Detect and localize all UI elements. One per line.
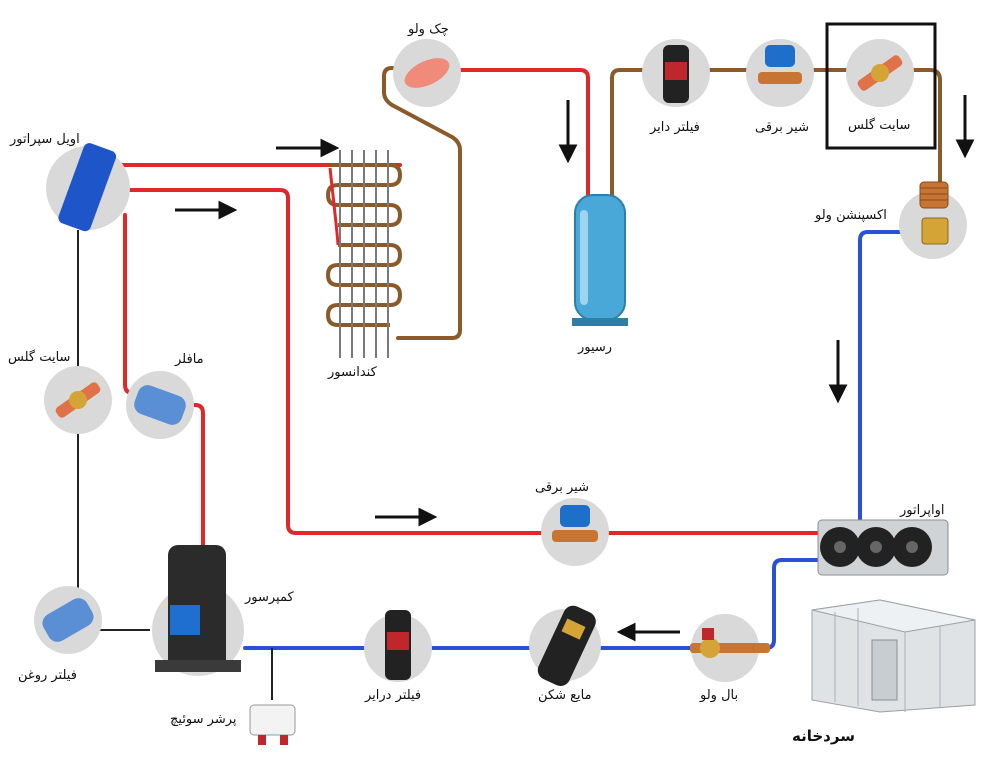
label-filter-drier-bottom: فیلتر درایر bbox=[365, 688, 422, 703]
label-condenser: کندانسور bbox=[328, 365, 377, 380]
muffler-inlet-line bbox=[123, 213, 152, 395]
suction-line-right bbox=[858, 230, 927, 532]
label-solenoid-top: شیر برقی bbox=[755, 120, 809, 135]
discharge-lines bbox=[98, 68, 832, 547]
evaporator-unit bbox=[817, 519, 949, 576]
component-discs bbox=[34, 39, 914, 745]
label-sight-glass-left: سایت گلس bbox=[8, 350, 71, 365]
liquid-lines bbox=[382, 66, 942, 340]
flow-arrows bbox=[175, 95, 975, 642]
label-ball-valve: بال ولو bbox=[700, 688, 739, 703]
label-expansion-valve: اکسپنشن ولو bbox=[815, 208, 887, 223]
condenser-coil bbox=[325, 150, 403, 358]
label-solenoid-mid: شیر برقی bbox=[535, 480, 589, 495]
label-filter-drier-top: فیلتر دایر bbox=[650, 120, 700, 135]
muffler-compressor-line bbox=[183, 403, 205, 547]
cold-room bbox=[811, 599, 976, 713]
label-check-valve: چک ولو bbox=[408, 22, 449, 37]
right-arrow-icon bbox=[276, 138, 340, 158]
label-evaporator: اواپراتور bbox=[900, 503, 945, 518]
label-sight-glass-top: سایت گلس bbox=[848, 118, 911, 133]
label-pressure-switch: پرشر سوئیچ bbox=[170, 712, 237, 727]
label-oil-filter: فیلتر روغن bbox=[18, 668, 77, 683]
down-arrow-icon bbox=[828, 340, 848, 404]
discharge-line-bottom bbox=[98, 188, 832, 535]
down-arrow-icon bbox=[955, 95, 975, 159]
sight-glass-highlight-box bbox=[825, 22, 937, 150]
left-arrow-icon bbox=[616, 622, 680, 642]
label-muffler: مافلر bbox=[175, 352, 204, 367]
label-accumulator: مایع شکن bbox=[538, 688, 592, 703]
expansion-valve bbox=[899, 181, 967, 259]
label-oil-separator: اویل سپراتور bbox=[10, 132, 80, 147]
label-receiver: رسیور bbox=[578, 340, 613, 355]
check-valve-receiver-line bbox=[438, 68, 590, 197]
right-arrow-icon bbox=[175, 200, 238, 220]
receiver-tank bbox=[572, 194, 628, 326]
right-arrow-icon bbox=[375, 507, 438, 527]
condenser-return-line bbox=[382, 66, 462, 340]
down-arrow-icon bbox=[558, 100, 578, 164]
label-cold-room: سردخانه bbox=[792, 727, 855, 745]
label-compressor: کمپرسور bbox=[245, 590, 294, 605]
